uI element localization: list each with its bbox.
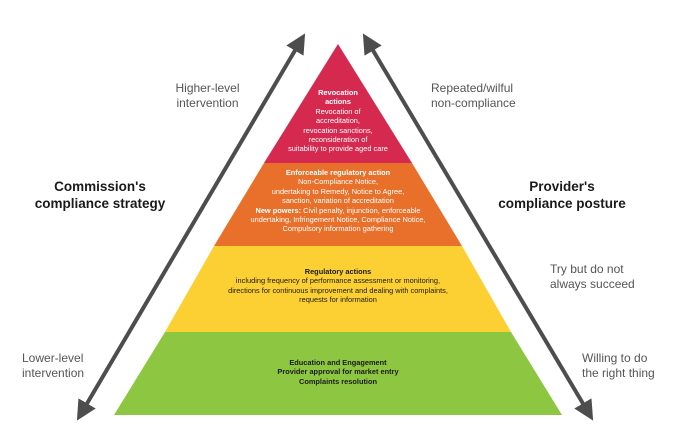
revocation-line: Revocation of xyxy=(315,106,361,116)
right-arrow xyxy=(362,33,594,421)
enforceable-title: Enforceable regulatory action xyxy=(285,168,391,177)
enforceable-text: Enforceable regulatory action Non-Compli… xyxy=(218,168,458,234)
regulatory-line: including frequency of performance asses… xyxy=(235,276,441,286)
education-line: Education and Engagement xyxy=(289,358,387,367)
repeated-line2: non-compliance xyxy=(431,96,516,110)
regulatory-line: directions for continuous improvement an… xyxy=(228,285,448,295)
repeated-line1: Repeated/wilful xyxy=(431,81,514,95)
enforceable-line: sanction, variation of accreditation xyxy=(282,196,394,206)
enforceable-line: undertaking to Remedy, Notice to Agree, xyxy=(271,186,405,196)
regulatory-title: Regulatory actions xyxy=(304,267,372,276)
try-line2: always succeed xyxy=(550,277,635,291)
regulatory-text: Regulatory actions including frequency o… xyxy=(188,267,488,305)
education-line: Complaints resolution xyxy=(298,376,378,386)
try-but-label: Try but do not always succeed xyxy=(550,262,650,292)
lower-level-line1: Lower-level xyxy=(22,351,84,365)
lower-level-line2: intervention xyxy=(22,366,85,380)
new-powers-line: undertaking, Infringement Notice, Compli… xyxy=(250,215,426,225)
lower-level-label: Lower-level intervention xyxy=(22,351,102,381)
try-line1: Try but do not xyxy=(550,262,624,276)
revocation-text: Revocation actions Revocation of accredi… xyxy=(258,88,418,154)
revocation-line: suitability to provide aged care xyxy=(288,144,388,154)
new-powers-first: Civil penalty, injunction, enforceable xyxy=(303,205,421,215)
new-powers-line: New powers: Civil penalty, injunction, e… xyxy=(218,206,458,215)
higher-level-line2: intervention xyxy=(176,96,239,110)
new-powers-line: Compulsory information gathering xyxy=(282,224,394,234)
repeated-wilful-label: Repeated/wilful non-compliance xyxy=(431,81,531,111)
revocation-line: accreditation, xyxy=(316,116,360,126)
education-text: Education and Engagement Provider approv… xyxy=(238,358,438,386)
revocation-line: revocation sanctions, xyxy=(303,125,373,135)
higher-level-line1: Higher-level xyxy=(175,81,240,95)
revocation-title-line2: actions xyxy=(325,97,351,107)
revocation-line: reconsideration of xyxy=(308,135,368,145)
enforceable-line: Non-Compliance Notice, xyxy=(297,177,379,187)
willing-line2: the right thing xyxy=(582,366,655,380)
strategy-line1: Commission's xyxy=(54,179,146,194)
posture-line1: Provider's xyxy=(529,179,595,194)
willing-line1: Willing to do xyxy=(582,351,648,365)
education-line: Provider approval for market entry xyxy=(277,367,399,377)
left-arrow xyxy=(76,33,306,421)
willing-label: Willing to do the right thing xyxy=(582,351,677,381)
provider-posture-label: Provider's compliance posture xyxy=(482,178,642,212)
higher-level-label: Higher-level intervention xyxy=(160,81,255,111)
posture-line2: compliance posture xyxy=(498,196,626,211)
regulatory-line: requests for information xyxy=(299,295,377,305)
strategy-line2: compliance strategy xyxy=(34,196,166,211)
revocation-title-line1: Revocation xyxy=(318,88,358,97)
new-powers-label: New powers: xyxy=(255,205,302,215)
commission-strategy-label: Commission's compliance strategy xyxy=(20,178,180,212)
